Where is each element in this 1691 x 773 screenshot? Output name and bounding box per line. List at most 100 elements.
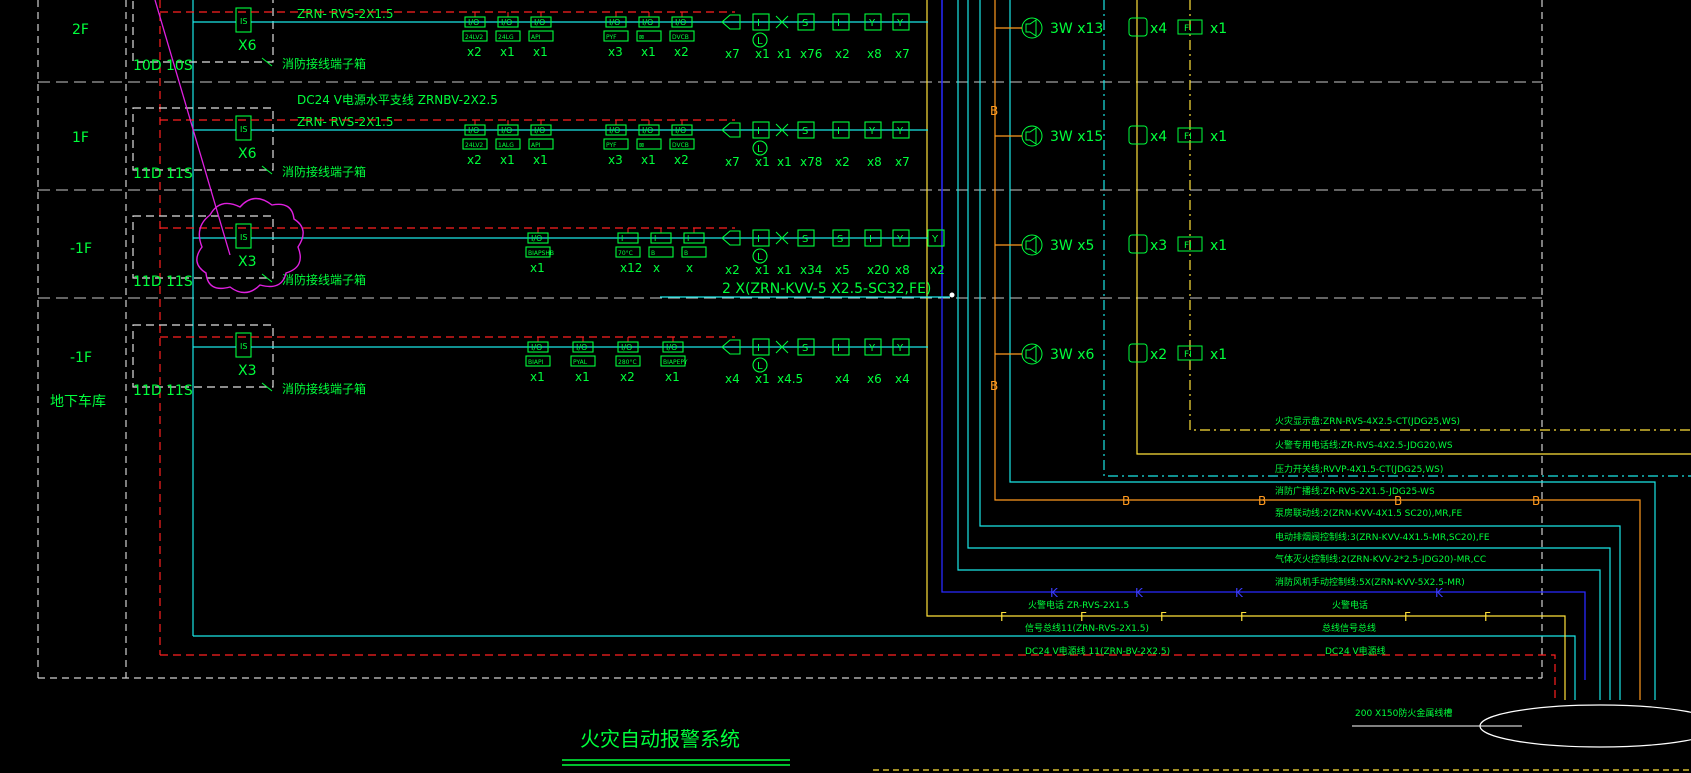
svg-text:x2: x2 xyxy=(620,370,635,384)
module-is-label: IS xyxy=(240,125,247,134)
svg-text:x2: x2 xyxy=(674,45,689,59)
svg-text:x2: x2 xyxy=(674,153,689,167)
cable-label-2F: ZRN- RVS-2X1.5 xyxy=(297,7,393,21)
svg-text:F: F xyxy=(1000,610,1007,624)
svg-text:x2: x2 xyxy=(725,263,740,277)
svg-text:x4.5: x4.5 xyxy=(777,372,803,386)
svg-text:S: S xyxy=(802,343,808,354)
svg-text:1ALG: 1ALG xyxy=(498,142,514,149)
svg-text:x3: x3 xyxy=(608,45,623,59)
svg-text:x34: x34 xyxy=(800,263,822,277)
d-label-B1a: 11D xyxy=(133,274,162,290)
svg-text:x2: x2 xyxy=(930,263,945,277)
svg-text:x8: x8 xyxy=(895,263,910,277)
svg-text:L: L xyxy=(757,252,763,263)
bottom-labels: 火警电话 ZR-RVS-2X1.5 信号总线11(ZRN-RVS-2X1.5) … xyxy=(1025,599,1386,657)
svg-text:x7: x7 xyxy=(725,155,740,169)
svg-text:K: K xyxy=(1435,586,1444,600)
svg-text:x6: x6 xyxy=(867,372,882,386)
svg-text:L: L xyxy=(757,36,763,47)
svg-text:x20: x20 xyxy=(867,263,889,277)
field-device-2F-2: x1 xyxy=(775,15,792,61)
io-module-B1a-2: IBx xyxy=(648,228,674,275)
svg-text:x7: x7 xyxy=(725,47,740,61)
legend-item-7: 消防风机手动控制线:5X(ZRN-KVV-5X2.5-MR) xyxy=(1275,576,1465,588)
svg-text:I/O: I/O xyxy=(531,234,542,243)
svg-text:K: K xyxy=(1050,586,1059,600)
svg-text:I: I xyxy=(757,343,760,354)
speaker-count-B1b: 3W x6 xyxy=(1050,347,1094,363)
svg-text:I/O: I/O xyxy=(642,126,653,135)
svg-text:I/O: I/O xyxy=(675,18,686,27)
svg-text:I/O: I/O xyxy=(501,126,512,135)
module-name-1F: X6 xyxy=(238,146,257,162)
svg-text:FI: FI xyxy=(1184,241,1192,251)
io-module-2F-3: I/O PYF x3 xyxy=(603,12,629,59)
svg-text:DVCB: DVCB xyxy=(672,142,689,149)
svg-text:Y: Y xyxy=(896,126,904,137)
svg-text:B: B xyxy=(684,250,688,257)
field-device-2F-0: x7 xyxy=(721,14,741,61)
svg-text:x1: x1 xyxy=(500,45,515,59)
svg-text:B: B xyxy=(1258,494,1266,508)
svg-text:I/O: I/O xyxy=(468,18,479,27)
io-module-B1a-3: IBx xyxy=(681,228,707,275)
module-box-1F xyxy=(235,115,252,141)
svg-text:PYF: PYF xyxy=(606,34,617,41)
svg-text:F: F xyxy=(1240,610,1247,624)
module-box-B1a xyxy=(235,223,252,249)
tel-count-2F: x4 xyxy=(1150,21,1167,37)
module-is-label: IS xyxy=(240,233,247,242)
terminal-label-B1a: 消防接线端子箱 xyxy=(282,272,366,287)
field-device-B1a-0: x2 xyxy=(721,230,741,277)
svg-text:x2: x2 xyxy=(835,47,850,61)
svg-text:I: I xyxy=(837,343,840,354)
floor-label-b1a: -1F xyxy=(70,241,92,257)
field-device-B1a-7: Yx2 xyxy=(927,229,945,277)
legend-item-1: 火警专用电话线:ZR-RVS-4X2.5-JDG20,WS xyxy=(1275,439,1453,451)
svg-text:x1: x1 xyxy=(641,153,656,167)
svg-text:x: x xyxy=(653,261,660,275)
svg-text:BIAPEPY: BIAPEPY xyxy=(663,359,688,366)
fi-count-B1b: x1 xyxy=(1210,347,1227,363)
svg-text:x1: x1 xyxy=(530,370,545,384)
svg-text:x1: x1 xyxy=(755,372,770,386)
svg-text:x1: x1 xyxy=(530,261,545,275)
svg-text:K: K xyxy=(1135,586,1144,600)
svg-text:K: K xyxy=(1235,586,1244,600)
revision-cloud xyxy=(196,197,304,294)
module-name-B1b: X3 xyxy=(238,363,257,379)
terminal-label-B1b: 消防接线端子箱 xyxy=(282,381,366,396)
svg-text:x1: x1 xyxy=(777,47,792,61)
module-box-B1b xyxy=(235,332,252,358)
bottom-label-power: DC24 V电源线 11(ZRN-BV-2X2.5) xyxy=(1025,645,1170,657)
svg-text:Y: Y xyxy=(931,234,939,245)
svg-text:FI: FI xyxy=(1184,132,1192,142)
svg-text:Y: Y xyxy=(896,343,904,354)
svg-text:I/O: I/O xyxy=(642,18,653,27)
legend-item-6: 气体灭火控制线:2(ZRN-KVV-2*2.5-JDG20)-MR,CC xyxy=(1275,553,1486,565)
svg-text:I/O: I/O xyxy=(576,343,587,352)
field-device-2F-4: Ix2 xyxy=(832,13,850,61)
svg-text:I/O: I/O xyxy=(609,126,620,135)
s-label-1F: 11S xyxy=(166,166,193,182)
svg-text:L: L xyxy=(757,144,763,155)
field-device-B1a-6: Yx8 xyxy=(892,229,910,277)
svg-text:B: B xyxy=(1122,494,1130,508)
bottom-label-bus-r: 总线信号总线 xyxy=(1322,622,1376,634)
svg-text:x1: x1 xyxy=(755,47,770,61)
svg-text:I: I xyxy=(757,18,760,29)
svg-text:x1: x1 xyxy=(755,263,770,277)
svg-text:I/O: I/O xyxy=(609,18,620,27)
svg-text:I/O: I/O xyxy=(534,126,545,135)
